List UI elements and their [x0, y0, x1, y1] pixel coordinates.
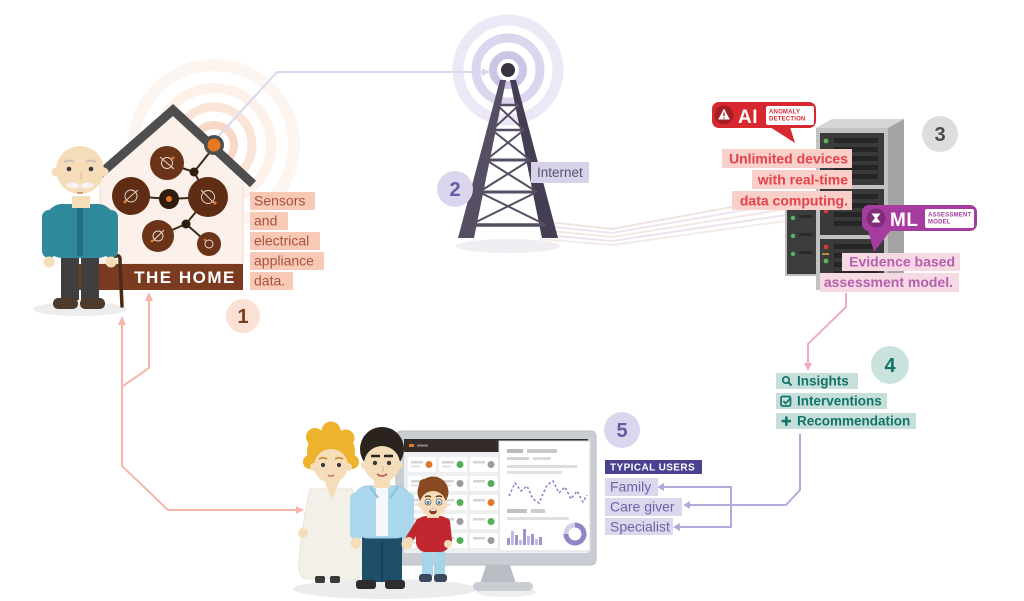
home-note-line: Sensors — [254, 193, 305, 209]
radio-tower — [456, 63, 560, 253]
monitor-base — [473, 582, 533, 591]
step-3-badge: 3 — [922, 116, 958, 152]
sweater — [416, 516, 450, 552]
home-illustration: THE HOME — [63, 103, 257, 290]
family-shadow — [293, 579, 477, 599]
arrowhead — [482, 68, 490, 76]
server-realtime-note: Unlimited devices with real-time data co… — [722, 149, 852, 210]
arrowhead-left — [657, 483, 664, 491]
tower-signal-rings — [452, 14, 564, 126]
assessment-note-line: Evidence based — [849, 254, 955, 270]
mini-bar-chart — [507, 529, 542, 545]
home-note-line: data. — [254, 273, 285, 289]
connector-home-to-family — [118, 292, 304, 514]
report-card — [498, 440, 591, 552]
house-roof — [88, 103, 257, 188]
face — [420, 491, 446, 517]
head — [56, 146, 104, 194]
home-note: Sensors and electrical appliance data. — [250, 192, 324, 290]
ai-badge-subtitle: ANOMALY — [769, 110, 800, 116]
donut-chart — [563, 522, 587, 546]
step-2-number: 2 — [449, 179, 460, 201]
shadow — [456, 239, 560, 253]
user-item: Specialist — [610, 519, 670, 535]
sensor-nodes — [112, 146, 228, 256]
realtime-note-line: Unlimited devices — [729, 151, 848, 167]
sensor-icons — [123, 156, 216, 249]
ai-badge-label: AI — [738, 107, 758, 128]
search-icon — [781, 375, 793, 387]
connector-outputs-to-users — [657, 434, 801, 531]
realtime-note-line: with real-time — [757, 172, 848, 188]
step-5-number: 5 — [616, 420, 627, 442]
man — [350, 427, 414, 589]
user-item: Family — [610, 479, 651, 495]
home-note-line: and — [254, 213, 277, 229]
ml-badge-subtitle: MODEL — [928, 220, 951, 226]
home-note-line: electrical — [254, 233, 309, 249]
output-item-label: Interventions — [797, 394, 882, 409]
ai-badge: AI ANOMALY DETECTION — [712, 102, 816, 143]
assessment-note-line: assessment model. — [824, 274, 953, 290]
sensor-dots — [123, 156, 217, 243]
family-illustration — [298, 421, 452, 589]
step-4-badge: 4 — [871, 346, 909, 384]
step-3-number: 3 — [934, 124, 945, 146]
connector-tower-to-server — [539, 196, 787, 247]
typical-users-title: TYPICAL USERS — [610, 463, 695, 474]
realtime-note-line: data computing. — [740, 193, 848, 209]
output-item-label: Insights — [797, 374, 849, 389]
mustache — [66, 182, 80, 189]
screen-logo — [409, 444, 414, 447]
arrowhead-left — [683, 501, 690, 509]
arrowhead-right — [296, 506, 304, 514]
step-1-number: 1 — [237, 306, 248, 328]
outputs-list: Insights Interventions Recommendation — [776, 373, 916, 429]
monitor-stand — [480, 562, 516, 584]
plus-icon — [781, 416, 791, 426]
step-1-badge: 1 — [226, 299, 260, 333]
internet-label: Internet — [531, 162, 589, 183]
user-item: Care giver — [610, 499, 675, 515]
typical-users-panel: TYPICAL USERS Family Care giver Speciali… — [605, 460, 702, 535]
ml-badge: ML ASSESSMENT MODEL — [862, 205, 977, 252]
ml-badge-label: ML — [890, 210, 918, 231]
arrowhead-up — [118, 316, 126, 325]
checkbox-icon — [780, 395, 792, 407]
arrowhead-up — [145, 292, 153, 301]
internet-label-text: Internet — [537, 165, 583, 180]
output-item-label: Recommendation — [797, 414, 910, 429]
shadow — [33, 302, 127, 316]
gateway-dot — [207, 138, 221, 152]
child — [405, 476, 452, 582]
connector-home-to-tower — [213, 68, 490, 142]
ai-badge-subtitle: DETECTION — [769, 117, 805, 123]
woman — [298, 421, 364, 583]
trend-line-chart — [508, 479, 588, 505]
arrowhead-down — [804, 363, 812, 371]
antenna-tip — [501, 63, 515, 77]
step-5-badge: 5 — [604, 412, 640, 448]
ml-badge-subtitle: ASSESSMENT — [928, 213, 971, 219]
home-note-line: appliance — [254, 253, 314, 269]
server-assessment-note: Evidence based assessment model. — [820, 253, 960, 292]
face — [314, 449, 348, 483]
elderly-man — [33, 146, 127, 316]
step-4-number: 4 — [884, 355, 896, 377]
step-2-badge: 2 — [437, 171, 473, 207]
arrowhead-left — [673, 523, 680, 531]
home-banner-label: THE HOME — [134, 268, 236, 287]
connector-server-to-outputs — [804, 293, 847, 371]
